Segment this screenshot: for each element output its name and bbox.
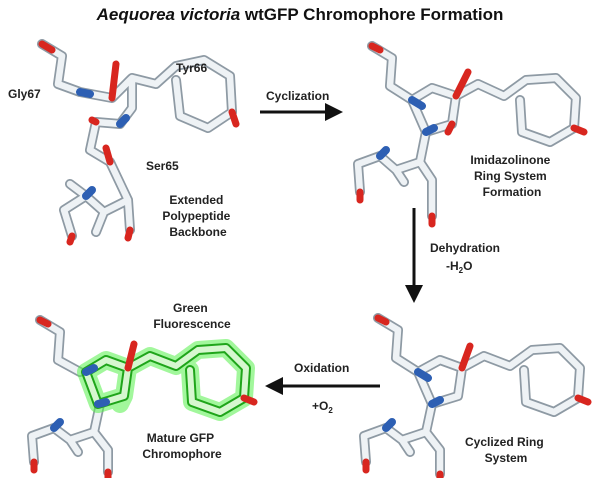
label-mature-line1: Mature GFP	[147, 431, 214, 445]
diagram-title: Aequorea victoria wtGFP Chromophore Form…	[96, 5, 504, 24]
label-cyclization: Cyclization	[266, 89, 329, 103]
label-green-line2: Fluorescence	[153, 317, 231, 331]
label-extended-backbone: Extended Polypeptide Backbone	[162, 193, 233, 239]
label-extended-line2: Polypeptide	[162, 209, 230, 223]
title-rest: wtGFP Chromophore Formation	[240, 5, 503, 24]
molecule-imidazolinone	[353, 41, 588, 228]
label-gly67: Gly67	[8, 87, 41, 101]
title-species: Aequorea victoria	[96, 5, 241, 24]
label-imidazolinone-line3: Formation	[483, 185, 542, 199]
minus-water-prefix: -H	[446, 259, 459, 273]
label-imidazolinone-line2: Ring System	[474, 169, 547, 183]
label-cyclized-line1: Cyclized Ring	[465, 435, 544, 449]
molecule-mature-chromophore	[27, 315, 258, 478]
label-extended-line1: Extended	[169, 193, 223, 207]
molecule-extended-backbone	[37, 39, 240, 246]
label-dehydration: Dehydration	[430, 241, 500, 255]
label-cyclized-ring: Cyclized Ring System	[465, 435, 547, 465]
label-imidazolinone-line1: Imidazolinone	[470, 153, 550, 167]
label-ser65: Ser65	[146, 159, 179, 173]
molecule-cyclized-ring	[359, 313, 592, 478]
label-oxidation: Oxidation	[294, 361, 349, 375]
minus-water-sub: 2	[459, 266, 464, 275]
label-green-fluorescence: Green Fluorescence	[153, 301, 231, 331]
label-green-line1: Green	[173, 301, 208, 315]
plus-oxygen-sub: 2	[328, 406, 333, 415]
label-extended-line3: Backbone	[169, 225, 227, 239]
label-minus-water: -H2O	[446, 259, 472, 275]
plus-oxygen-prefix: +O	[312, 399, 328, 413]
label-plus-oxygen: +O2	[312, 399, 333, 415]
minus-water-suffix: O	[463, 259, 472, 273]
label-cyclized-line2: System	[485, 451, 528, 465]
label-tyr66: Tyr66	[176, 61, 207, 75]
label-mature-line2: Chromophore	[142, 447, 222, 461]
label-mature-chromophore: Mature GFP Chromophore	[142, 431, 222, 461]
label-imidazolinone: Imidazolinone Ring System Formation	[470, 153, 553, 199]
